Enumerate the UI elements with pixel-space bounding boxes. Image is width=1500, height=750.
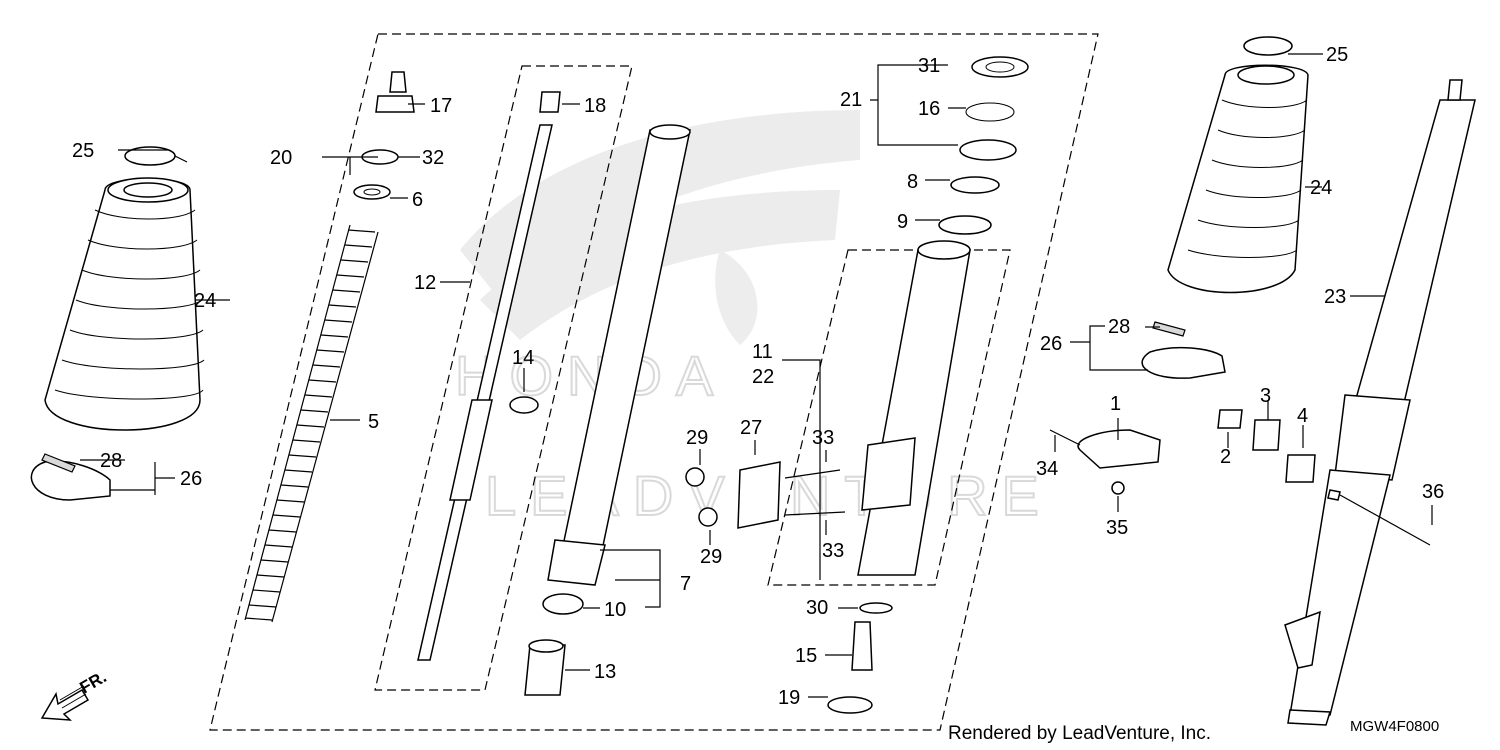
callout-33-top[interactable]: 33 [812,427,834,449]
callout-13[interactable]: 13 [594,661,616,683]
damper-group-frame [374,65,633,691]
callout-29-bottom[interactable]: 29 [700,546,722,568]
callout-27[interactable]: 27 [740,417,762,439]
callout-24-left[interactable]: 24 [194,290,216,312]
front-direction-arrow-icon: FR. [40,667,110,721]
damper-rod [417,91,561,661]
callout-16[interactable]: 16 [918,98,940,120]
rendered-by-text: Rendered by LeadVenture, Inc. [948,723,1211,744]
fork-assembly-frame [209,33,1099,731]
seal-parts [938,56,1029,235]
callout-28-right[interactable]: 28 [1108,316,1130,338]
inner-fork-tube [524,124,691,696]
leader-lines [80,53,1433,698]
callout-6[interactable]: 6 [412,189,423,211]
fork-cap-parts [353,71,415,200]
callout-1[interactable]: 1 [1110,393,1121,415]
callout-7[interactable]: 7 [680,573,691,595]
callout-33-bottom[interactable]: 33 [822,540,844,562]
fork-spring [244,224,379,623]
callout-24-right[interactable]: 24 [1310,177,1332,199]
callout-26-left[interactable]: 26 [180,468,202,490]
callout-14[interactable]: 14 [512,347,534,369]
right-fork-leg [1284,79,1476,726]
callout-30[interactable]: 30 [806,597,828,619]
callout-36[interactable]: 36 [1422,481,1444,503]
callout-15[interactable]: 15 [795,645,817,667]
callout-35[interactable]: 35 [1106,517,1128,539]
diagram-code: MGW4F0800 [1350,718,1439,735]
callout-34[interactable]: 34 [1036,458,1058,480]
callout-21[interactable]: 21 [840,89,862,111]
group-frames [209,33,1099,731]
inner-tube-group-frame [767,249,1011,586]
callout-29-top[interactable]: 29 [686,427,708,449]
callout-10[interactable]: 10 [604,599,626,621]
callout-8[interactable]: 8 [907,171,918,193]
callout-labels: 1 2 3 4 5 6 7 8 9 10 11 12 13 14 15 16 1… [72,44,1444,709]
outer-fork-tube [857,240,971,576]
callout-23[interactable]: 23 [1324,286,1346,308]
callout-20[interactable]: 20 [270,147,292,169]
callout-9[interactable]: 9 [897,211,908,233]
callout-32[interactable]: 32 [422,147,444,169]
right-boot [1141,36,1309,379]
callout-25-right[interactable]: 25 [1326,44,1348,66]
callout-2[interactable]: 2 [1220,446,1231,468]
callout-26-right[interactable]: 26 [1040,333,1062,355]
left-boot [30,146,205,501]
callout-25-left[interactable]: 25 [72,140,94,162]
callout-28-left[interactable]: 28 [100,450,122,472]
callout-22[interactable]: 22 [752,366,774,388]
right-small-parts [1049,409,1316,495]
callout-31[interactable]: 31 [918,55,940,77]
callout-17[interactable]: 17 [430,95,452,117]
callout-18[interactable]: 18 [584,95,606,117]
callout-12[interactable]: 12 [414,272,436,294]
honda-wing-watermark-icon: HONDA LEADVENTURE [454,110,1040,528]
axle-holder-parts [685,461,893,714]
callout-3[interactable]: 3 [1260,385,1271,407]
callout-19[interactable]: 19 [778,687,800,709]
callout-5[interactable]: 5 [368,411,379,433]
callout-4[interactable]: 4 [1297,405,1308,427]
callout-11[interactable]: 11 [752,341,773,363]
